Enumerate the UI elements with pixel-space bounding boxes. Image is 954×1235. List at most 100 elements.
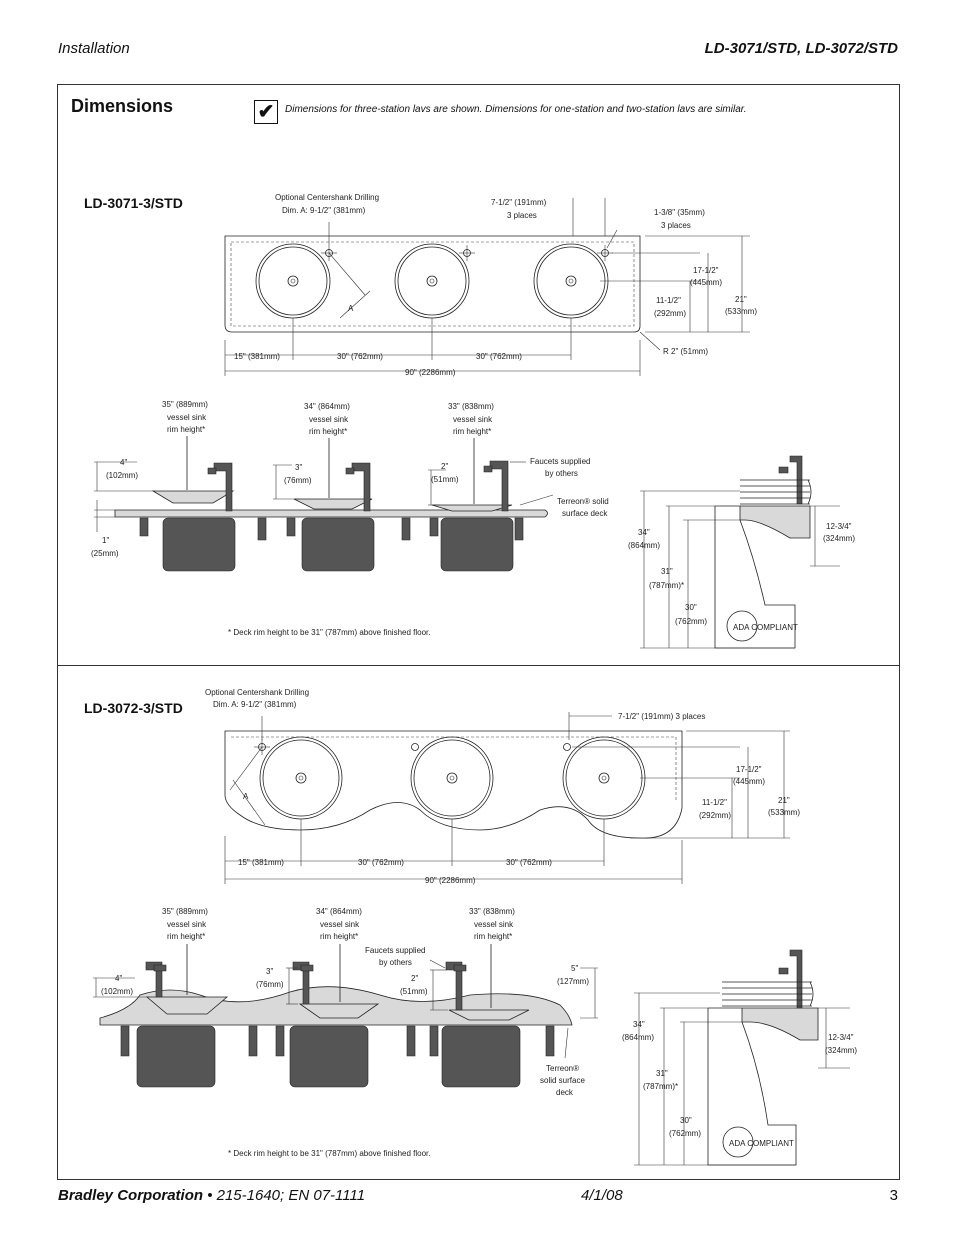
ld3072-d4-mm: (102mm) bbox=[101, 987, 133, 996]
ld3071-rim34-b: vessel sink bbox=[309, 415, 349, 424]
ld3072-d5-mm: (127mm) bbox=[557, 977, 589, 986]
ld3072-terreon-a: Terreon® bbox=[546, 1064, 579, 1073]
ld3071-side34-a: 34" bbox=[638, 528, 650, 537]
ld3071-centershank-dim: Dim. A: 9-1/2" (381mm) bbox=[282, 206, 366, 215]
ld3071-front-view bbox=[94, 436, 554, 572]
ld3072-top-view bbox=[224, 712, 790, 884]
ld3072-rim34-b: vessel sink bbox=[320, 920, 360, 929]
ld3071-d17-mm: (445mm) bbox=[690, 278, 722, 287]
header-section: Installation bbox=[58, 40, 130, 57]
ld3071-d3-label: 3" bbox=[295, 463, 302, 472]
ld3072-d17-mm: (445mm) bbox=[733, 777, 765, 786]
ld3072-d21-mm: (533mm) bbox=[768, 808, 800, 817]
ld3072-d15-label: 15" (381mm) bbox=[238, 858, 284, 867]
ld3071-spacing-places: 3 places bbox=[507, 211, 537, 220]
ld3071-side31-a: 31" bbox=[661, 567, 673, 576]
footer-company: Bradley Corporation • 215-1640; EN 07-11… bbox=[58, 1187, 365, 1204]
ld3071-d1-label: 1" bbox=[102, 536, 109, 545]
ld3072-terreon-c: deck bbox=[556, 1088, 574, 1097]
ld3071-faucets-a: Faucets supplied bbox=[530, 457, 590, 466]
ld3071-ada-badge: ADA COMPLIANT bbox=[733, 623, 798, 632]
ld3072-centershank-dim: Dim. A: 9-1/2" (381mm) bbox=[213, 700, 297, 709]
ld3072-d3-label: 3" bbox=[266, 967, 273, 976]
ld3072-d90-label: 90" (2286mm) bbox=[425, 876, 476, 885]
ld3071-d21-mm: (533mm) bbox=[725, 307, 757, 316]
ld3072-d3-mm: (76mm) bbox=[256, 980, 284, 989]
ld3072-rim34-c: rim height* bbox=[320, 932, 358, 941]
ld3071-hole-places: 3 places bbox=[661, 221, 691, 230]
ld3072-d2-label: 2" bbox=[411, 974, 418, 983]
ld3072-d17-label: 17-1/2" bbox=[736, 765, 762, 774]
ld3072-terreon-b: solid surface bbox=[540, 1076, 585, 1085]
ld3071-d30b-label: 30" (762mm) bbox=[476, 352, 522, 361]
ld3072-d21-label: 21" bbox=[778, 796, 790, 805]
ld3072-deck-note: * Deck rim height to be 31" (787mm) abov… bbox=[228, 1149, 431, 1158]
ld3072-side-view bbox=[634, 949, 850, 1166]
ld3072-d30b-label: 30" (762mm) bbox=[506, 858, 552, 867]
ld3072-centershank-label: Optional Centershank Drilling bbox=[205, 688, 309, 697]
ld3071-d2-label: 2" bbox=[441, 462, 448, 471]
ld3072-front-view bbox=[93, 944, 598, 1088]
ld3071-d15-label: 15" (381mm) bbox=[234, 352, 280, 361]
ld3072-rim35-c: rim height* bbox=[167, 932, 205, 941]
ld3072-rim34-a: 34" (864mm) bbox=[316, 907, 362, 916]
dimensions-note: Dimensions for three-station lavs are sh… bbox=[285, 104, 747, 115]
ld3071-d11-label: 11-1/2" bbox=[656, 296, 681, 305]
ld3071-side30-b: (762mm) bbox=[675, 617, 707, 626]
footer-page-number: 3 bbox=[889, 1187, 898, 1204]
ld3071-hole-label: 1-3/8" (35mm) bbox=[654, 208, 705, 217]
ld3071-d3-mm: (76mm) bbox=[284, 476, 312, 485]
ld3071-terreon-b: surface deck bbox=[562, 509, 608, 518]
model-ld3072-title: LD-3072-3/STD bbox=[84, 700, 183, 716]
check-icon: ✔ bbox=[254, 100, 278, 124]
ld3072-rim33-c: rim height* bbox=[474, 932, 512, 941]
ld3071-d21-label: 21" bbox=[735, 295, 747, 304]
ld3072-rim33-b: vessel sink bbox=[474, 920, 514, 929]
ld3072-ada-badge: ADA COMPLIANT bbox=[729, 1139, 794, 1148]
ld3071-d90-label: 90" (2286mm) bbox=[405, 368, 456, 377]
ld3072-side34-a: 34" bbox=[633, 1020, 645, 1029]
ld3071-d1-mm: (25mm) bbox=[91, 549, 119, 558]
ld3072-d5-label: 5" bbox=[571, 964, 578, 973]
ld3071-rim35-b: vessel sink bbox=[167, 413, 207, 422]
ld3071-side-view bbox=[640, 455, 840, 649]
ld3072-side34-b: (864mm) bbox=[622, 1033, 654, 1042]
ld3071-side12-b: (324mm) bbox=[823, 534, 855, 543]
ld3071-faucets-b: by others bbox=[545, 469, 578, 478]
ld3071-radius-label: R 2" (51mm) bbox=[663, 347, 708, 356]
ld3071-side30-a: 30" bbox=[685, 603, 697, 612]
ld3071-d11-mm: (292mm) bbox=[654, 309, 686, 318]
ld3071-side12-a: 12-3/4" bbox=[826, 522, 852, 531]
ld3072-d11-mm: (292mm) bbox=[699, 811, 731, 820]
ld3071-rim34-a: 34" (864mm) bbox=[304, 402, 350, 411]
ld3072-side30-b: (762mm) bbox=[669, 1129, 701, 1138]
ld3072-side31-b: (787mm)* bbox=[643, 1082, 678, 1091]
footer-company-name: Bradley Corporation bbox=[58, 1187, 204, 1204]
dimensions-heading: Dimensions bbox=[71, 96, 174, 116]
ld3071-rim35-c: rim height* bbox=[167, 425, 205, 434]
ld3071-d4-label: 4" bbox=[120, 458, 127, 467]
ld3071-side34-b: (864mm) bbox=[628, 541, 660, 550]
ld3071-rim33-b: vessel sink bbox=[453, 415, 493, 424]
footer-doc-number: • 215-1640; EN 07-1111 bbox=[207, 1187, 366, 1204]
model-ld3071-title: LD-3071-3/STD bbox=[84, 195, 183, 211]
ld3071-top-view bbox=[224, 198, 750, 376]
ld3072-d11-label: 11-1/2" bbox=[702, 798, 727, 807]
ld3072-side31-a: 31" bbox=[656, 1069, 668, 1078]
ld3072-spacing-label: 7-1/2" (191mm) 3 places bbox=[618, 712, 705, 721]
ld3072-rim35-a: 35" (889mm) bbox=[162, 907, 208, 916]
ld3072-side30-a: 30" bbox=[680, 1116, 692, 1125]
ld3072-d30a-label: 30" (762mm) bbox=[358, 858, 404, 867]
ld3071-d4-mm: (102mm) bbox=[106, 471, 138, 480]
ld3072-rim33-a: 33" (838mm) bbox=[469, 907, 515, 916]
ld3072-d4-label: 4" bbox=[115, 974, 122, 983]
ld3071-rim34-c: rim height* bbox=[309, 427, 347, 436]
section-divider bbox=[57, 665, 899, 666]
ld3071-terreon-a: Terreon® solid bbox=[557, 497, 609, 506]
ld3072-faucets-a: Faucets supplied bbox=[365, 946, 425, 955]
ld3072-d2-mm: (51mm) bbox=[400, 987, 428, 996]
ld3072-a-label: A bbox=[243, 792, 249, 801]
ld3071-d30a-label: 30" (762mm) bbox=[337, 352, 383, 361]
ld3072-side12-a: 12-3/4" bbox=[828, 1033, 854, 1042]
